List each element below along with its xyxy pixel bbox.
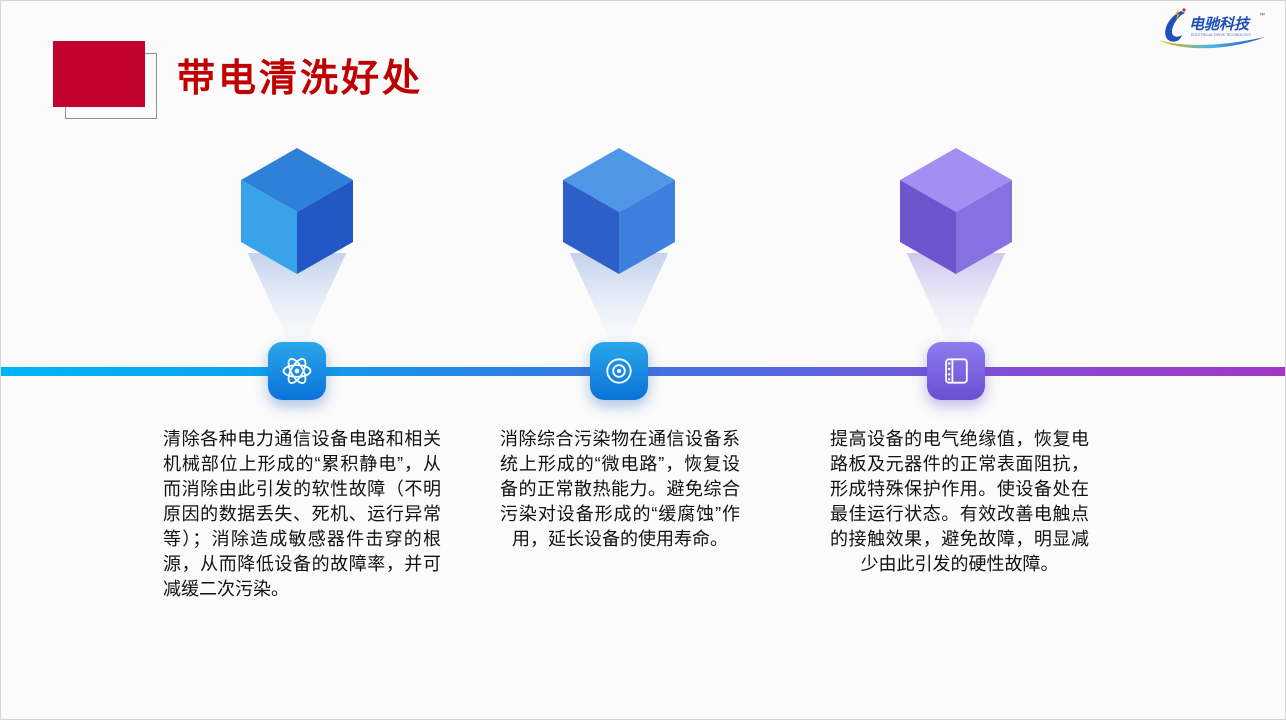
cube-right-face [619, 180, 675, 274]
logo-tagline-text: ELECTRICAL DRIVE TECHNOLOGY [1191, 33, 1252, 37]
cube-3d-purple [900, 148, 1012, 274]
title-block [53, 41, 163, 123]
film-icon-glyph [945, 358, 968, 384]
disc-icon [590, 342, 648, 400]
logo-brand-text: 电驰科技 [1189, 16, 1251, 33]
cube-right-face [297, 180, 353, 274]
benefit-text-2: 消除综合污染物在通信设备系统上形成的“微电路”，恢复设备的正常散热能力。避免综合… [500, 429, 740, 549]
title-square [53, 41, 145, 107]
atom-icon [268, 342, 326, 400]
atom-icon-glyph [282, 358, 312, 384]
logo-underline-swoosh [1159, 37, 1265, 49]
logo-graphic: 电驰科技 ELECTRICAL DRIVE TECHNOLOGY ™ [1159, 8, 1265, 49]
benefit-text-1: 清除各种电力通信设备电路和相关机械部位上形成的“累积静电”，从而消除由此引发的软… [163, 429, 441, 599]
logo-swoosh [1165, 11, 1185, 42]
cube-left-face [900, 180, 956, 274]
cube-3d-blue [241, 148, 353, 274]
cube-left-face [563, 180, 619, 274]
page-title: 带电清洗好处 [177, 58, 424, 100]
film-icon [927, 342, 985, 400]
logo-trademark: ™ [1259, 12, 1265, 19]
company-logo: 电驰科技 ELECTRICAL DRIVE TECHNOLOGY ™ [1151, 5, 1271, 53]
cube-3d-blue [563, 148, 675, 274]
logo-spark-icon [1175, 8, 1180, 20]
benefit-text-3: 提高设备的电气绝缘值，恢复电路板及元器件的正常表面阻抗，形成特殊保护作用。使设备… [830, 429, 1089, 574]
disc-icon-glyph [606, 358, 632, 384]
logo-spark-dot [1182, 8, 1186, 12]
cube-right-face [956, 180, 1012, 274]
cube-left-face [241, 180, 297, 274]
